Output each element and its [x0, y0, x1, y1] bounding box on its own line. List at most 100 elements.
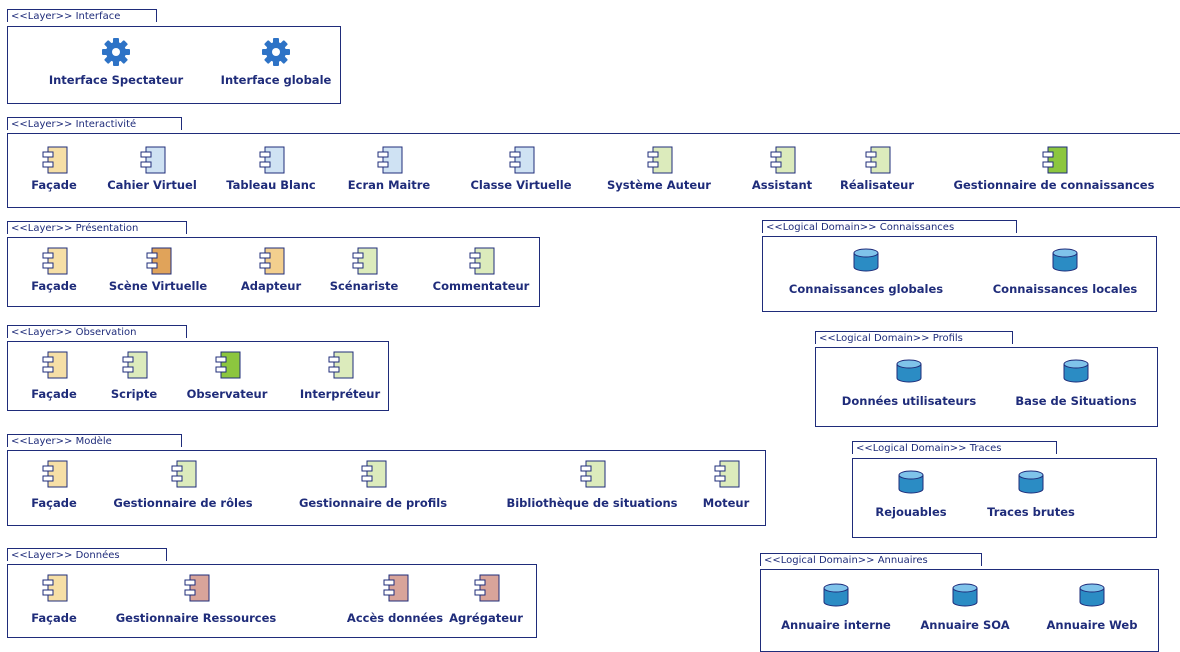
- package-body: Façade Cahier Virtuel Tableau Blanc Ecran M…: [7, 133, 1180, 208]
- package-title: <<Layer>> Modèle: [7, 434, 182, 447]
- package-title: <<Logical Domain>> Connaissances: [762, 220, 1017, 233]
- element-label: Adapteur: [240, 279, 302, 293]
- element-label: Bibliothèque de situations: [506, 496, 678, 510]
- component-icon: [256, 246, 286, 280]
- database-icon: [894, 358, 924, 388]
- element-label: Scène Virtuelle: [108, 279, 208, 293]
- package-title: <<Layer>> Observation: [7, 325, 187, 338]
- element-label: Base de Situations: [1015, 394, 1137, 408]
- component-icon: [256, 145, 286, 179]
- package-body: Rejouables Traces brutes: [852, 458, 1157, 538]
- element-label: Façade: [31, 279, 77, 293]
- package-body: Façade Gestionnaire de rôles Gestionnaire …: [7, 450, 766, 526]
- element-label: Commentateur: [432, 279, 530, 293]
- element-label: Connaissances locales: [992, 282, 1138, 296]
- element-label: Gestionnaire Ressources: [115, 611, 277, 625]
- component-icon: [380, 573, 410, 607]
- element-label: Traces brutes: [987, 505, 1075, 519]
- component-icon: [325, 350, 355, 384]
- component-icon: [506, 145, 536, 179]
- element-label: Rejouables: [875, 505, 947, 519]
- element-label: Agrégateur: [449, 611, 523, 625]
- component-icon: [143, 246, 173, 280]
- component-icon: [374, 145, 404, 179]
- database-icon: [1016, 469, 1046, 499]
- component-icon: [862, 145, 892, 179]
- element-label: Façade: [31, 387, 77, 401]
- element-label: Façade: [31, 178, 77, 192]
- package-body: Interface Spectateur Interface globale: [7, 26, 341, 104]
- element-label: Gestionnaire de rôles: [113, 496, 253, 510]
- gear-icon: [101, 37, 131, 71]
- package-body: Façade Scène Virtuelle Adapteur Scénariste C…: [7, 237, 540, 307]
- element-label: Classe Virtuelle: [470, 178, 572, 192]
- element-label: Scénariste: [329, 279, 399, 293]
- component-icon: [39, 350, 69, 384]
- package-title: <<Layer>> Interactivité: [7, 117, 182, 130]
- package-title: <<Layer>> Présentation: [7, 221, 187, 234]
- element-label: Réalisateur: [839, 178, 915, 192]
- component-icon: [466, 246, 496, 280]
- component-icon: [39, 573, 69, 607]
- gear-icon: [261, 37, 291, 71]
- element-label: Ecran Maitre: [347, 178, 431, 192]
- element-label: Interpréteur: [299, 387, 381, 401]
- element-label: Annuaire SOA: [920, 618, 1010, 632]
- database-icon: [896, 469, 926, 499]
- package-body: Données utilisateurs Base de Situations: [815, 347, 1158, 427]
- element-label: Données utilisateurs: [841, 394, 977, 408]
- element-label: Connaissances globales: [788, 282, 944, 296]
- element-label: Façade: [31, 611, 77, 625]
- element-label: Gestionnaire de profils: [298, 496, 448, 510]
- package-title: <<Logical Domain>> Profils: [815, 331, 1013, 344]
- component-icon: [212, 350, 242, 384]
- component-icon: [577, 459, 607, 493]
- element-label: Façade: [31, 496, 77, 510]
- database-icon: [1061, 358, 1091, 388]
- element-label: Annuaire interne: [781, 618, 891, 632]
- package-body: Connaissances globales Connaissances loca…: [762, 236, 1157, 312]
- package-body: Façade Gestionnaire Ressources Accès donné…: [7, 564, 537, 638]
- element-label: Cahier Virtuel: [107, 178, 197, 192]
- component-icon: [349, 246, 379, 280]
- element-label: Accès données: [346, 611, 444, 625]
- element-label: Annuaire Web: [1046, 618, 1138, 632]
- package-title: <<Layer>> Interface: [7, 9, 157, 22]
- component-icon: [39, 246, 69, 280]
- element-label: Gestionnaire de connaissances: [953, 178, 1155, 192]
- element-label: Scripte: [110, 387, 158, 401]
- package-title: <<Layer>> Données: [7, 548, 167, 561]
- component-icon: [358, 459, 388, 493]
- component-icon: [39, 145, 69, 179]
- component-icon: [137, 145, 167, 179]
- database-icon: [950, 582, 980, 612]
- component-icon: [39, 459, 69, 493]
- element-label: Tableau Blanc: [226, 178, 316, 192]
- component-icon: [181, 573, 211, 607]
- component-icon: [471, 573, 501, 607]
- component-icon: [644, 145, 674, 179]
- component-icon: [168, 459, 198, 493]
- component-icon: [1039, 145, 1069, 179]
- database-icon: [821, 582, 851, 612]
- element-label: Système Auteur: [607, 178, 711, 192]
- database-icon: [851, 247, 881, 277]
- package-body: Annuaire interne Annuaire SOA Annuaire Web: [760, 569, 1159, 652]
- element-label: Interface globale: [220, 73, 332, 87]
- component-icon: [119, 350, 149, 384]
- package-title: <<Logical Domain>> Traces: [852, 441, 1057, 454]
- database-icon: [1050, 247, 1080, 277]
- element-label: Interface Spectateur: [48, 73, 184, 87]
- component-icon: [711, 459, 741, 493]
